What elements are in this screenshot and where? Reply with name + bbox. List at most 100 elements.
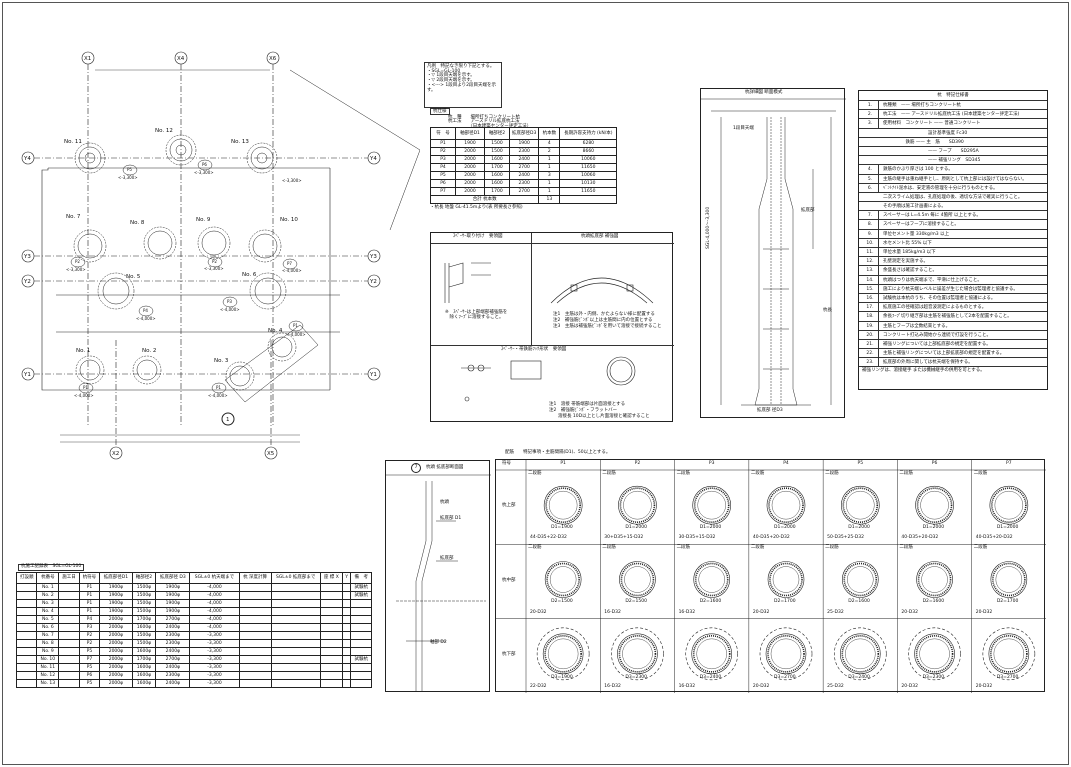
reinforce-note: 注2 補強筋ﾋﾞﾝﾎﾞ以上は主筋間に内の位置とする (553, 318, 653, 323)
section-label: 杭頭 (440, 500, 449, 505)
work-list-cell (341, 679, 352, 688)
spec-item: 17.拡底施工の径確認は超音波測定によるものとする。 (859, 303, 1047, 313)
spec-item-text: 主筋とフープは全数結束とする。 (883, 323, 951, 329)
work-list-header: 座 標 X (319, 572, 343, 584)
work-list-cell (270, 599, 321, 608)
pile-list-cell: 2400 (508, 171, 540, 180)
work-list-cell (58, 631, 80, 640)
rebar-diameter: D1=2000 (625, 525, 647, 531)
work-list-cell: 1500φ (131, 631, 157, 640)
rebar-section (990, 561, 1028, 598)
rebar-table-title: 配筋 特記事項・主筋間隔(D1)、50以上とする。 (505, 450, 611, 455)
work-list-cell (238, 655, 272, 664)
pile-list-header: 符 号 (430, 127, 456, 140)
pile-list-cell: 1700 (484, 187, 510, 196)
rebar-spec: 20-D32 (975, 684, 993, 689)
work-list-cell (350, 647, 372, 656)
grid-y3-left: Y3 (23, 254, 31, 260)
rebar-diameter: D1=2000 (922, 525, 945, 531)
spec-item-number: 16. (862, 293, 879, 303)
work-list-cell (238, 615, 272, 624)
spec-item-number: 12. (862, 257, 879, 266)
rebar-spec: 20-D32 (901, 609, 918, 615)
grid-x2-label: X2 (112, 451, 119, 457)
work-list-cell (58, 639, 80, 648)
work-list-cell (341, 663, 352, 672)
spec-item-text: 主筋の継手は重ね継手とし、原則として杭上部には設けてはならない。 (883, 176, 1027, 182)
spacer-note: ※ ｽﾍﾟｰｻｰは上部端部補強筋を 除くﾌｰﾌﾟに溶接すること。 (445, 310, 508, 320)
rebar-diameter: D2=1700 (774, 598, 796, 604)
work-list-cell (270, 655, 321, 664)
work-list-cell (15, 663, 38, 672)
work-list-cell: -3,300 (189, 655, 240, 664)
rebar-diameter: D3=2700 (996, 674, 1019, 680)
work-list-cell: P2 (78, 639, 101, 648)
work-list-cell (319, 599, 343, 608)
rebar-spec: 16-D32 (604, 684, 621, 689)
rebar-grid (496, 460, 1046, 693)
spec-item-text: 設計基準強度 Fc30 (883, 130, 968, 136)
rebar-type-header: P2 (634, 461, 641, 466)
spec-item-number: 2. (862, 110, 879, 119)
pile-list-cell: 1 (538, 163, 561, 172)
pile-4 (267, 332, 297, 362)
method-label: 杭仕様 (430, 108, 450, 115)
work-list-cell (270, 607, 321, 616)
work-list-cell: No. 11 (36, 663, 60, 672)
rebar-cell-label: 二段筋 (750, 471, 765, 476)
grid-x6-label: X6 (269, 56, 277, 62)
rebar-cell-label: 二段筋 (676, 471, 691, 476)
work-list-cell: -3,300 (189, 679, 240, 688)
rebar-spec: 25-D32 (827, 684, 844, 689)
work-list-cell: -4,000 (189, 623, 240, 632)
pile-label: No. 4 (268, 328, 283, 334)
work-list-header: 軸部径2 (131, 572, 157, 584)
spec-item-text: スペーサーは L=4.5m 毎に 4箇所 以上とする。 (883, 213, 981, 219)
spec-item: 19.主筋とフープは全数結束とする。 (859, 321, 1047, 331)
pile-tag: P5 (127, 167, 132, 172)
pile-list-cell: 6280 (559, 139, 618, 148)
rebar-spec: 20-D32 (752, 609, 770, 615)
rebar-cell-label: 二段筋 (973, 545, 988, 551)
spec-item-number: 14. (862, 275, 879, 284)
pile-label: No. 3 (214, 358, 229, 364)
legend-line: ・SGL=GL-100 (427, 68, 461, 74)
pile-tag: P4 (143, 308, 148, 313)
work-list-cell (58, 591, 80, 600)
pile-list-cell: 1900 (455, 139, 485, 148)
rebar-cell-label: 二段筋 (825, 471, 839, 476)
work-list-header: SGL±0 拡底部まで (270, 572, 321, 584)
work-list-cell: 2400φ (155, 647, 191, 656)
pile-list-cell: 2700 (508, 187, 540, 196)
hook-note: 溶接長 10D以上とし片面溶接と確認すること (549, 414, 650, 419)
work-list-cell (238, 583, 272, 592)
work-list-cell: 2700φ (155, 615, 191, 624)
work-list-cell (238, 663, 272, 672)
work-list-cell (350, 607, 372, 616)
spec-item-text: スペーサーはフープに溶接すること。 (883, 222, 959, 228)
elevation-title: 杭詳細図 断面模式 (745, 90, 783, 95)
pile-5 (97, 272, 135, 310)
work-list-cell (15, 607, 38, 616)
pile-list-cell: 1900 (508, 139, 540, 148)
rebar-section (543, 485, 583, 525)
work-list-cell: 2400φ (155, 679, 191, 688)
pile-list-cell: P4 (430, 163, 456, 172)
pile-list-total-value: 13 (538, 195, 561, 204)
spec-title: 杭 特記仕様書 (859, 91, 1047, 101)
rebar-cell-label: 二段筋 (973, 471, 988, 476)
rebar-cell-label: 二段筋 (676, 545, 691, 551)
spec-item: 二次スライム処理は、孔底処理の後、適切な方法で確実に行うこと。 (859, 193, 1047, 203)
work-list-cell (270, 615, 321, 624)
work-list-cell: 1600φ (131, 663, 157, 672)
reinforce-note: 注1 主筋は外・内側、かたよらない様に配置する (553, 312, 655, 317)
rebar-spec: 20-D32 (752, 684, 770, 689)
work-list-cell (238, 631, 272, 640)
work-list-cell: No. 2 (36, 591, 60, 600)
work-list-cell (15, 655, 38, 664)
pile-list-header: 拡底部径D3 (508, 127, 540, 140)
work-list-cell: 2000φ (99, 671, 133, 680)
